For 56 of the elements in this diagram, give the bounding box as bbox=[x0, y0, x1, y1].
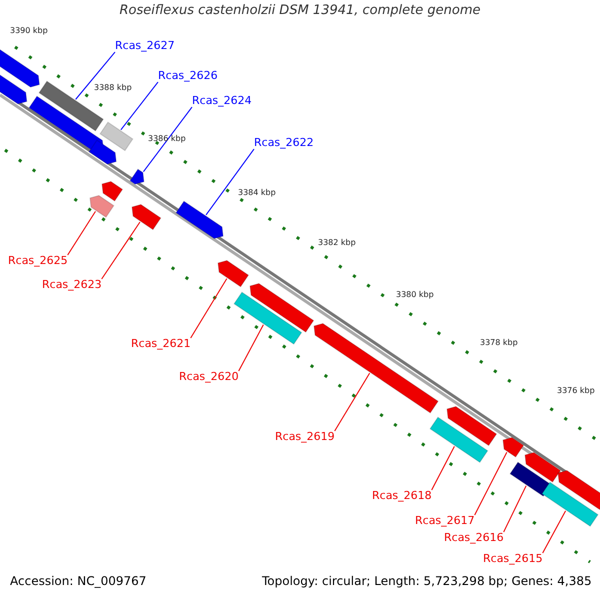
scale-label: 3382 kbp bbox=[318, 239, 356, 248]
leader-line bbox=[190, 278, 228, 338]
gene-bar bbox=[509, 462, 552, 497]
gene-bar bbox=[129, 168, 144, 185]
leader-line bbox=[431, 446, 455, 490]
scale-label: 3378 kbp bbox=[480, 339, 518, 348]
gene-label: Rcas_2626 bbox=[158, 70, 218, 82]
gene-bar bbox=[429, 416, 488, 464]
gene-bar bbox=[502, 437, 524, 458]
gene-bar bbox=[175, 200, 224, 240]
scale-label: 3388 kbp bbox=[94, 84, 132, 93]
leader-line bbox=[142, 106, 192, 172]
gene-label: Rcas_2621 bbox=[131, 338, 191, 350]
gene-label: Rcas_2617 bbox=[415, 515, 475, 528]
gene-bar bbox=[313, 323, 439, 414]
gene-bar bbox=[541, 482, 599, 527]
gene-label: Rcas_2619 bbox=[275, 431, 335, 444]
gene-bar bbox=[557, 470, 600, 510]
gene-label: Rcas_2624 bbox=[192, 95, 252, 108]
scale-label: 3376 kbp bbox=[557, 387, 595, 396]
chart-title: Roseiflexus castenholzii DSM 13941, complete genome bbox=[118, 4, 482, 18]
scale-label: 3390 kbp bbox=[10, 27, 48, 36]
gene-label: Rcas_2623 bbox=[42, 279, 102, 292]
gene-bar bbox=[524, 452, 562, 483]
gene-bar bbox=[0, 72, 28, 104]
gene-bar bbox=[217, 260, 250, 288]
leader-line bbox=[101, 222, 140, 280]
gene-bar bbox=[249, 283, 314, 333]
gene-bar bbox=[233, 292, 302, 345]
gene-label: Rcas_2622 bbox=[254, 137, 314, 150]
gene-label: Rcas_2625 bbox=[8, 255, 68, 268]
scale-label: 3380 kbp bbox=[396, 291, 434, 300]
gene-bar bbox=[446, 406, 498, 446]
gene-label: Rcas_2618 bbox=[372, 490, 432, 502]
leader-line bbox=[120, 82, 158, 130]
leader-line bbox=[503, 485, 527, 532]
leader-line bbox=[474, 452, 508, 516]
gene-bar bbox=[101, 181, 124, 202]
leader-line bbox=[67, 210, 96, 256]
leader-line bbox=[75, 52, 116, 100]
gene-label: Rcas_2620 bbox=[179, 371, 239, 384]
leader-line bbox=[334, 372, 370, 432]
leader-line bbox=[206, 148, 254, 216]
scale-label: 3386 kbp bbox=[148, 135, 186, 144]
genome-stats-text: Topology: circular; Length: 5,723,298 bp; Genes: 4,385 bbox=[262, 575, 592, 588]
scale-label: 3384 kbp bbox=[238, 189, 276, 198]
gene-bar bbox=[99, 122, 134, 152]
leader-line bbox=[238, 324, 264, 372]
gene-label: Rcas_2627 bbox=[115, 40, 175, 52]
gene-label: Rcas_2615 bbox=[483, 553, 543, 566]
accession-text: Accession: NC_009767 bbox=[10, 575, 146, 588]
leader-line bbox=[542, 510, 566, 554]
gene-bar bbox=[88, 140, 117, 165]
gene-bar bbox=[131, 204, 162, 230]
gene-label: Rcas_2616 bbox=[444, 532, 504, 544]
gene-bar bbox=[89, 195, 114, 218]
